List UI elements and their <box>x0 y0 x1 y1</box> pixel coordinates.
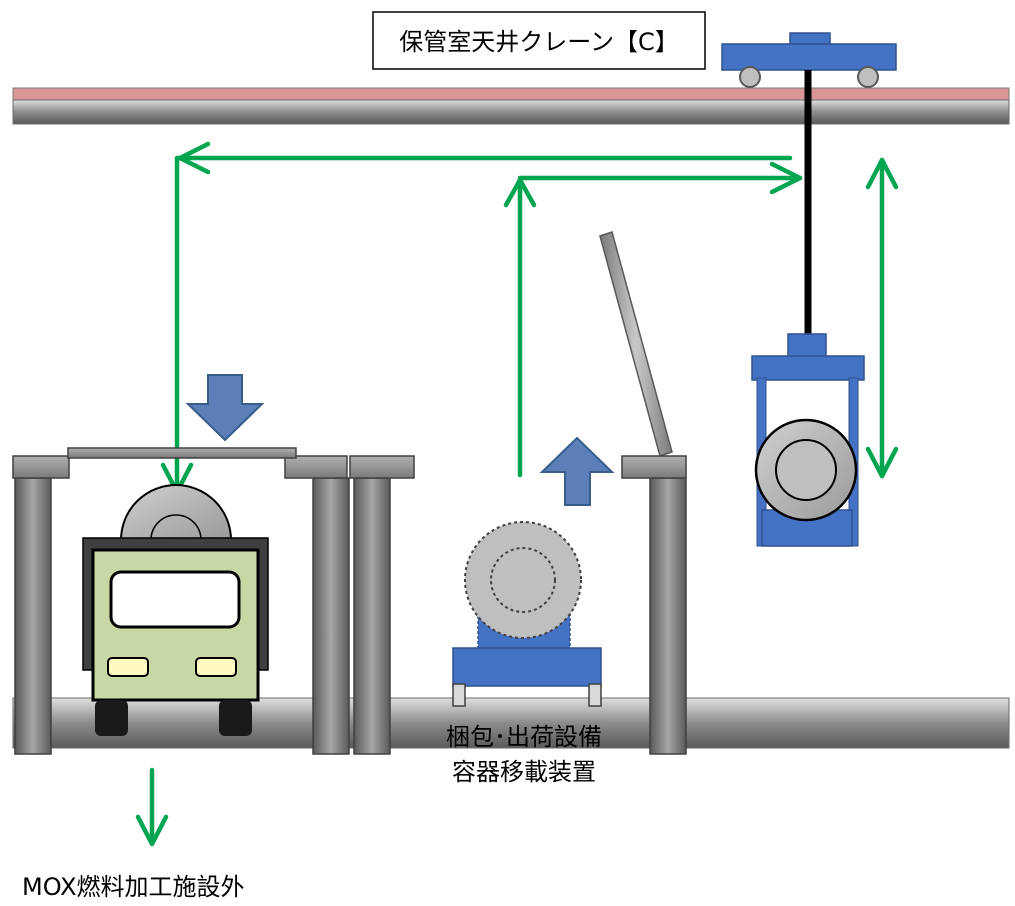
arrow-down-icon <box>185 374 265 442</box>
crane-label-box: 保管室天井クレーン【C】 <box>372 11 706 70</box>
device-label-line1: 梱包･出荷設備 <box>446 723 602 751</box>
truck-headlight-right <box>195 657 237 677</box>
device-foot-left <box>452 683 466 707</box>
device-foot-right <box>588 683 602 707</box>
arrowhead-down-icon <box>865 446 899 479</box>
truck-cask <box>119 484 233 541</box>
floor <box>12 697 1010 749</box>
arrowhead-up-icon <box>503 177 537 208</box>
pillar-caps <box>12 447 687 479</box>
truck-wheel-right <box>219 700 252 736</box>
truck-headlight-left <box>107 657 149 677</box>
flow-route-to-truck <box>174 155 793 493</box>
truck <box>82 484 269 736</box>
device-label-line2: 容器移載装置 <box>452 758 596 786</box>
arrowhead-left-icon <box>177 141 211 175</box>
ceiling-rail <box>12 87 1010 125</box>
container-transfer-device <box>452 521 602 707</box>
crane-label: 保管室天井クレーン【C】 <box>399 28 679 56</box>
truck-windshield <box>109 570 241 629</box>
truck-wheel-left <box>95 700 128 736</box>
inclined-lid-arm <box>599 231 673 457</box>
crane-gripper <box>751 333 865 547</box>
arrow-up-icon <box>539 436 615 506</box>
trolley-wheel-right <box>857 66 879 88</box>
arrowhead-up-icon <box>865 157 899 190</box>
device-base <box>452 647 602 687</box>
port-lid <box>67 447 297 459</box>
destination-label: MOX燃料加工施設外 <box>22 873 245 901</box>
arrowhead-down-icon <box>135 814 169 847</box>
arrowhead-right-icon <box>769 161 803 195</box>
device-cask <box>464 521 582 639</box>
trolley-wheel-left <box>739 66 761 88</box>
